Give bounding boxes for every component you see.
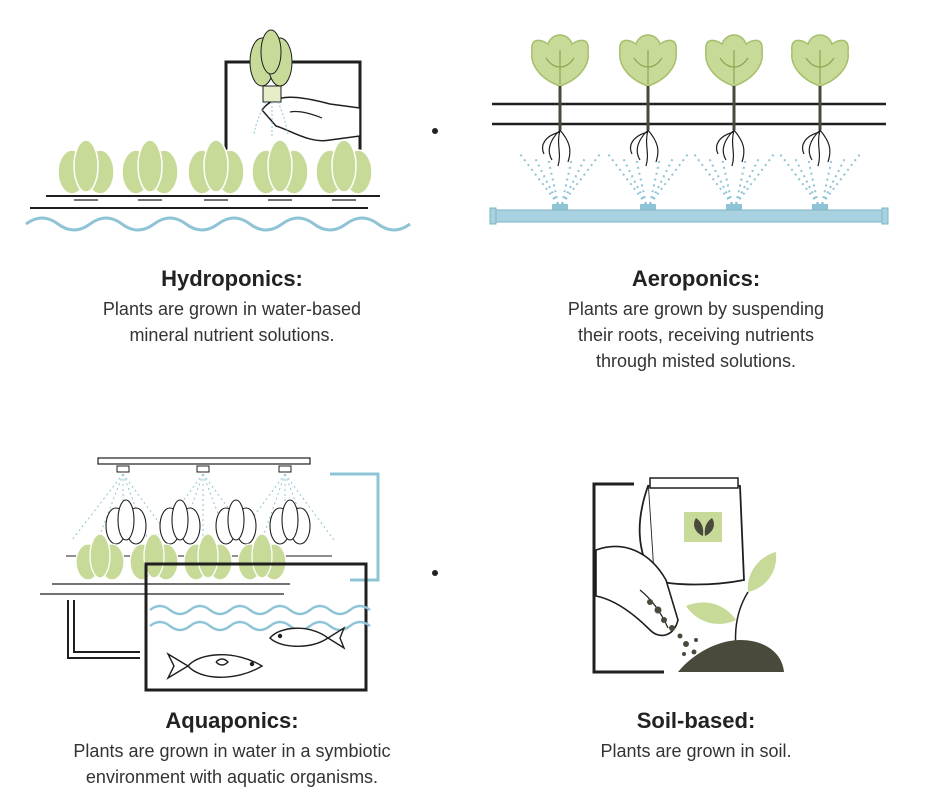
aeroponics-title: Aeroponics:: [631, 266, 761, 291]
hydroponics-illustration: [25, 29, 411, 232]
hydroponics-description: Plants are grown in water-based mineral …: [102, 299, 362, 345]
lettuce-icon-held: [249, 29, 293, 136]
soil-mound: [678, 640, 784, 672]
separator-dot-top: [432, 128, 438, 134]
aeroponic-plants: [519, 34, 861, 210]
fish-icon-small: [269, 626, 346, 650]
nutrient-pipe: [493, 209, 885, 223]
soil-illustration: [592, 477, 784, 674]
water-waves: [25, 216, 411, 232]
aeroponics-panel: Aeroponics: Plants are grown by suspendi…: [464, 0, 928, 380]
aquaponics-illustration: [40, 457, 380, 692]
aquaponics-description: Plants are grown in water in a symbiotic…: [73, 741, 391, 787]
separator-dot-bottom: [432, 570, 438, 576]
hand-icon: [261, 96, 361, 142]
aquaponics-title: Aquaponics:: [165, 708, 299, 733]
aquaponics-panel: Aquaponics: Plants are grown in water in…: [0, 440, 464, 808]
soil-panel: Soil-based: Plants are grown in soil.: [464, 440, 928, 808]
seeds: [647, 599, 698, 656]
aeroponics-description: Plants are grown by suspending their roo…: [567, 299, 825, 371]
lettuce-row: [57, 139, 373, 195]
fertilizer-bag-icon: [638, 477, 745, 586]
fish-icon: [166, 652, 264, 680]
soil-title: Soil-based:: [636, 708, 756, 733]
soil-description: Plants are grown in soil.: [600, 741, 792, 761]
aeroponics-illustration: [489, 34, 889, 225]
hydroponics-title: Hydroponics:: [161, 266, 303, 291]
hydroponics-panel: Hydroponics: Plants are grown in water-b…: [0, 0, 464, 380]
